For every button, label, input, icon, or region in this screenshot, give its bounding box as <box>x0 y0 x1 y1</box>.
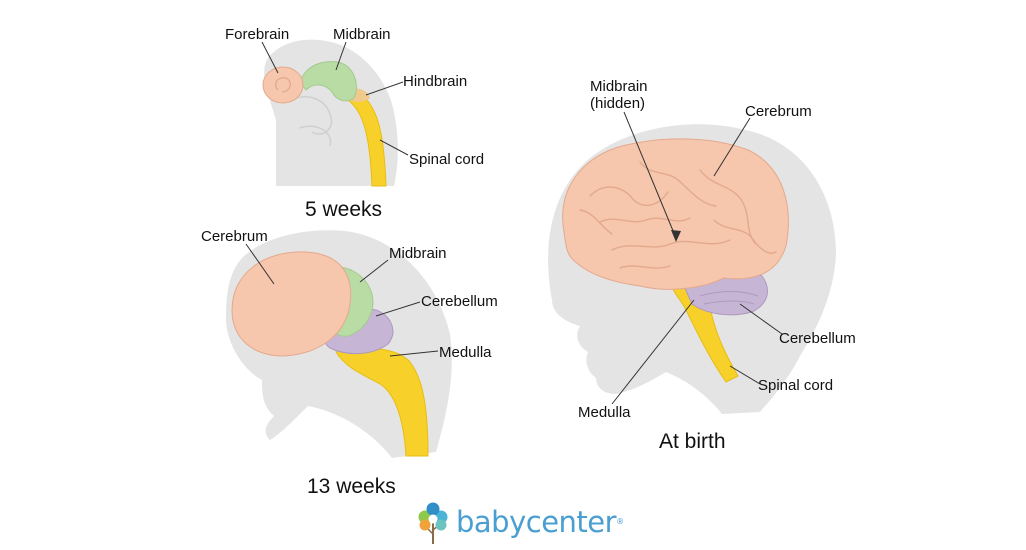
registered-mark: ® <box>616 517 624 526</box>
label-medulla-13w: Medulla <box>439 344 492 361</box>
label-cerebellum-13w: Cerebellum <box>421 293 498 310</box>
spinal-cord-13w <box>335 347 429 457</box>
midbrain-5w <box>299 61 357 102</box>
caption-13-weeks: 13 weeks <box>307 475 396 498</box>
newborn-at-birth <box>548 111 836 414</box>
fetus-13-weeks <box>226 230 452 458</box>
cerebrum-13w <box>231 251 352 357</box>
caption-at-birth: At birth <box>659 430 726 453</box>
babycenter-tree-logo <box>418 502 448 544</box>
spinal-cord-5w <box>347 89 387 187</box>
label-cerebrum-birth: Cerebrum <box>745 103 812 120</box>
babycenter-wordmark: babycenter® <box>456 507 624 537</box>
label-midbrain-13w: Midbrain <box>389 245 447 262</box>
label-midbrain-5w: Midbrain <box>333 26 391 43</box>
forebrain-5w <box>262 66 304 104</box>
label-hindbrain-5w: Hindbrain <box>403 73 468 90</box>
label-cerebellum-birth: Cerebellum <box>779 330 856 347</box>
label-cerebrum-13w: Cerebrum <box>201 228 268 245</box>
label-spinal-cord-5w: Spinal cord <box>409 151 485 168</box>
wordmark-text: babycenter <box>456 505 617 539</box>
label-medulla-birth: Medulla <box>578 404 631 421</box>
label-midbrain-hidden-line1: Midbrain <box>590 78 648 95</box>
embryo-5-weeks <box>261 39 409 187</box>
label-spinal-cord-birth: Spinal cord <box>758 377 834 394</box>
label-midbrain-hidden-line2: (hidden) <box>590 95 646 112</box>
label-forebrain-5w: Forebrain <box>225 26 290 43</box>
cerebrum-birth <box>562 138 789 290</box>
caption-5-weeks: 5 weeks <box>305 198 383 221</box>
